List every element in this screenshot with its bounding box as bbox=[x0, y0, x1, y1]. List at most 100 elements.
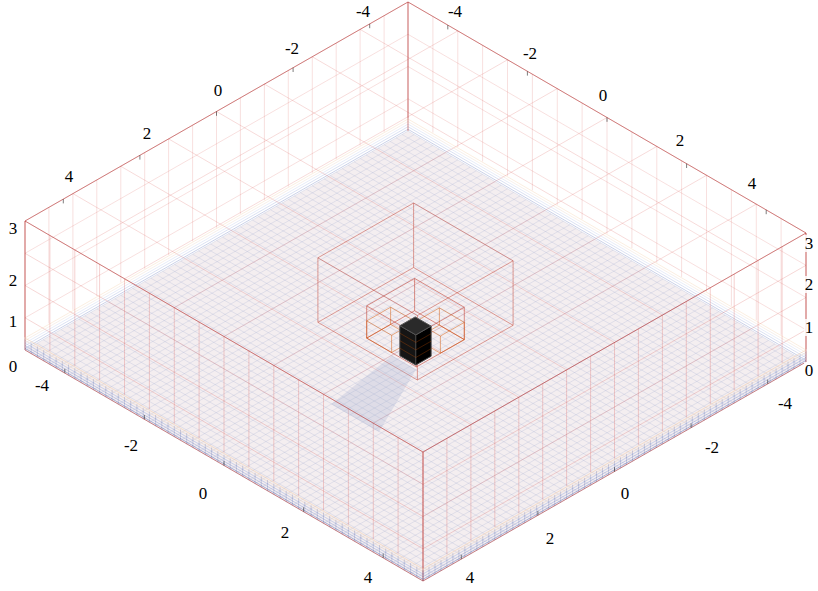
ground-grid-line bbox=[43, 340, 441, 571]
wall-mesh-line bbox=[312, 57, 313, 173]
obstacle-mesh bbox=[416, 341, 431, 350]
top-grid-line bbox=[73, 194, 471, 425]
ground-grid-line bbox=[218, 243, 601, 462]
wall-band-line bbox=[56, 357, 57, 368]
ground-grid-line bbox=[342, 315, 725, 534]
wall-band-line bbox=[62, 361, 63, 372]
obstacle-face bbox=[400, 317, 431, 335]
ground-grid-line bbox=[230, 250, 613, 469]
wall-band-line bbox=[391, 552, 392, 563]
wall-mesh-line bbox=[734, 274, 735, 390]
wall-mesh-line bbox=[224, 337, 225, 453]
tick-label: 3 bbox=[8, 220, 19, 237]
top-grid-line bbox=[25, 221, 423, 452]
tick-label: 1 bbox=[8, 313, 19, 330]
wall-band-line bbox=[560, 492, 561, 503]
ground-grid-line bbox=[411, 355, 794, 574]
refinement-cell bbox=[367, 278, 415, 305]
wall-band-line bbox=[217, 451, 218, 462]
ground-grid-line bbox=[330, 308, 713, 527]
wall-band-line bbox=[734, 392, 735, 403]
refinement-cell bbox=[414, 278, 415, 310]
obstacle-mesh bbox=[416, 334, 431, 343]
wall-mesh-line bbox=[614, 343, 615, 459]
wall-band-line bbox=[124, 397, 125, 408]
wall-band-line bbox=[236, 462, 237, 473]
wall-band-line bbox=[794, 358, 795, 369]
ground-grid-line bbox=[139, 285, 537, 516]
wall-mesh-line bbox=[638, 329, 639, 445]
wall-band-line bbox=[602, 468, 603, 479]
wall-band-line bbox=[99, 383, 100, 394]
wall-band-line bbox=[230, 458, 231, 469]
wall-mesh-line bbox=[423, 330, 806, 549]
wall-band-line bbox=[770, 372, 771, 383]
wall-mesh-line bbox=[656, 146, 657, 262]
wall-band-line bbox=[280, 487, 281, 498]
ground-grid-line bbox=[268, 272, 651, 491]
wall-mesh-line bbox=[681, 161, 682, 277]
wall-band-line bbox=[261, 476, 262, 487]
wall-band-line bbox=[728, 396, 729, 407]
wall-band-line bbox=[37, 347, 38, 358]
wall-mesh-line bbox=[336, 43, 337, 159]
wall-mesh-line bbox=[298, 380, 299, 496]
refinement-cell bbox=[317, 258, 318, 323]
ground-grid-line bbox=[380, 337, 763, 556]
refinement-cell bbox=[513, 261, 514, 326]
wall-mesh-line bbox=[686, 301, 687, 417]
wall-band-line bbox=[441, 560, 442, 571]
axis-tick bbox=[614, 467, 615, 471]
wall-band-line bbox=[506, 522, 507, 533]
wall-band-line bbox=[298, 498, 299, 509]
wall-band-line bbox=[554, 495, 555, 506]
wall-band-line bbox=[286, 491, 287, 502]
box-edge bbox=[806, 233, 807, 362]
refinement-cell bbox=[367, 321, 392, 335]
wall-band-line bbox=[367, 538, 368, 549]
tick-label: 0 bbox=[213, 82, 224, 99]
wall-band-line bbox=[199, 440, 200, 451]
wall-band-line bbox=[584, 478, 585, 489]
wall-band-line bbox=[614, 461, 615, 472]
refinement-cell bbox=[318, 203, 414, 258]
wall-band-line bbox=[112, 390, 113, 401]
ground-grid-line bbox=[274, 275, 657, 494]
wall-band-line bbox=[304, 502, 305, 513]
wall-mesh-line bbox=[168, 139, 169, 255]
tick-label: 2 bbox=[675, 132, 686, 149]
tick-label: -2 bbox=[284, 40, 300, 57]
ground-grid-line bbox=[91, 312, 489, 543]
wall-mesh-line bbox=[557, 89, 558, 205]
box-edge bbox=[25, 350, 423, 581]
wall-band-line bbox=[596, 471, 597, 482]
wall-mesh-line bbox=[507, 60, 508, 176]
wall-band-line bbox=[458, 550, 459, 561]
wall-band-line bbox=[385, 549, 386, 560]
wall-mesh-line bbox=[74, 250, 75, 366]
axis-tick bbox=[766, 210, 767, 214]
wall-band-line bbox=[662, 433, 663, 444]
wall-band-line bbox=[155, 415, 156, 426]
refinement-cell bbox=[367, 307, 391, 321]
wall-band-line bbox=[470, 543, 471, 554]
wall-band-line bbox=[566, 488, 567, 499]
ground-grid-line bbox=[324, 304, 707, 523]
wall-band-line bbox=[464, 546, 465, 557]
ground-grid-line bbox=[187, 258, 585, 489]
refinement-cell bbox=[366, 321, 367, 338]
tick-label: 4 bbox=[747, 175, 758, 192]
wall-mesh-line bbox=[25, 67, 408, 286]
wall-band-line bbox=[638, 447, 639, 458]
box-edge bbox=[25, 221, 423, 452]
wall-band-line bbox=[524, 512, 525, 523]
refinement-cell bbox=[413, 203, 414, 268]
axis-tick bbox=[63, 199, 64, 203]
top-grid-line bbox=[169, 139, 567, 370]
wall-band-line bbox=[740, 389, 741, 400]
wall-mesh-line bbox=[482, 45, 483, 161]
wall-band-line bbox=[136, 404, 137, 415]
wall-band-line bbox=[632, 451, 633, 462]
top-grid-line bbox=[217, 112, 615, 343]
tick-label: 1 bbox=[804, 319, 815, 336]
